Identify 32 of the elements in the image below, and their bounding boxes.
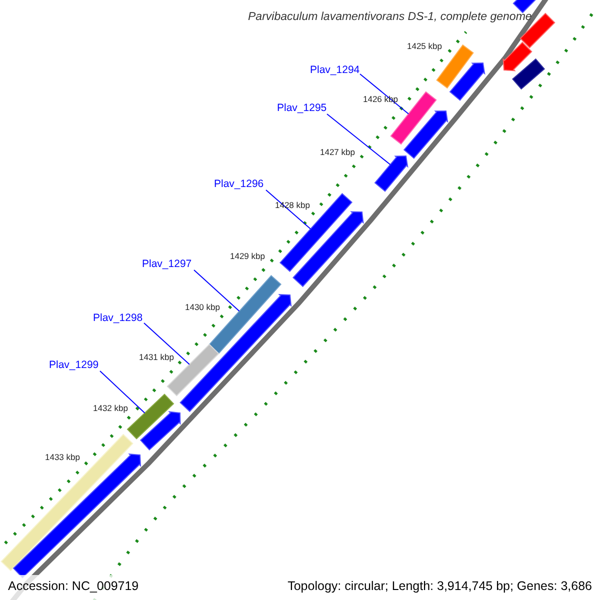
gene-label: Plav_1298: [93, 312, 143, 324]
tick-label: 1429 kbp: [230, 251, 265, 261]
tick-label: 1431 kbp: [139, 352, 174, 362]
leader-line: [360, 74, 409, 114]
leader-line: [326, 114, 391, 166]
gene-label: Plav_1299: [49, 359, 99, 371]
gene-feature: [140, 411, 181, 450]
gene-feature: [374, 156, 408, 192]
gene-feature: [208, 275, 282, 354]
gene-feature: [502, 42, 532, 72]
tick-label: 1427 kbp: [320, 147, 355, 157]
tick-label: 1425 kbp: [407, 41, 442, 51]
leader-line: [144, 322, 190, 365]
leader-line: [100, 370, 146, 414]
gene-feature: [512, 58, 545, 90]
gene-label: Plav_1297: [142, 258, 192, 270]
gene-feature: [180, 294, 292, 412]
gene-label: Plav_1296: [214, 178, 264, 190]
gene-feature: [0, 434, 134, 572]
leader-line: [266, 190, 311, 230]
title: Parvibaculum lavamentivorans DS-1, complete genome: [248, 10, 532, 25]
gene-label: Plav_1294: [310, 64, 360, 76]
gene-feature: [512, 0, 538, 14]
gene-label: Plav_1295: [277, 102, 327, 114]
tick-label: 1432 kbp: [93, 403, 128, 413]
tick-label: 1433 kbp: [45, 452, 80, 462]
gene-feature: [292, 211, 364, 288]
tick-label: 1430 kbp: [185, 302, 220, 312]
gene-feature: [449, 62, 486, 101]
gene-feature: [126, 394, 174, 440]
leader-line: [194, 270, 240, 312]
gene-feature: [403, 110, 448, 159]
